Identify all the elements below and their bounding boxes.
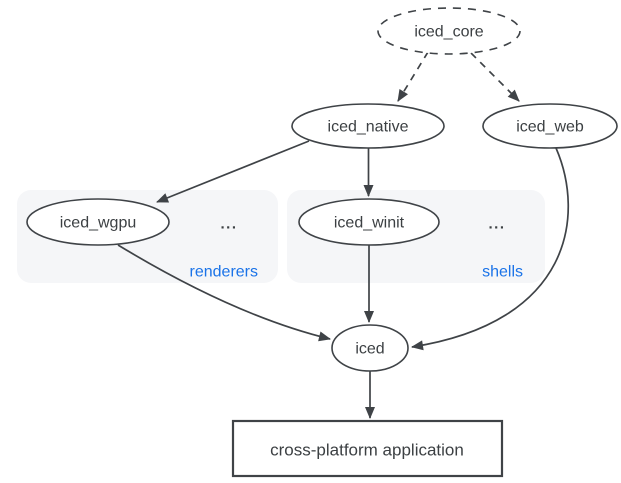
node-iced-winit-shape	[298, 198, 440, 246]
node-application-label: cross-platform application	[270, 441, 464, 460]
edge-iced-web-to-iced	[411, 147, 570, 351]
node-iced-winit-label: iced_winit	[334, 215, 405, 232]
edge-iced-core-to-iced-native	[397, 51, 429, 102]
node-iced: iced	[331, 324, 409, 372]
node-iced-winit: iced_winit	[298, 198, 440, 246]
node-iced-core-shape	[377, 7, 521, 55]
node-iced-wgpu: iced_wgpu	[26, 198, 170, 246]
node-iced-web: iced_web	[482, 103, 618, 149]
node-iced-wgpu-shape	[26, 198, 170, 246]
node-iced-web-shape	[482, 103, 618, 149]
node-application-shape	[231, 419, 504, 478]
renderers-group-label: renderers	[190, 264, 258, 281]
node-iced-label: iced	[355, 341, 384, 358]
node-iced-core-label: iced_core	[414, 24, 483, 41]
node-iced-wgpu-label: iced_wgpu	[60, 215, 137, 232]
edge-iced-wgpu-to-iced	[117, 244, 331, 342]
shells-group-label: shells	[482, 264, 523, 281]
edge-iced-core-to-iced-web	[470, 52, 520, 102]
node-iced-native-label: iced_native	[328, 119, 409, 136]
edge-iced-native-to-iced-wgpu	[156, 140, 310, 203]
shells-ellipsis: ...	[488, 216, 505, 233]
renderers-ellipsis: ...	[220, 216, 237, 233]
node-application: cross-platform application	[231, 419, 504, 478]
node-iced-core: iced_core	[377, 7, 521, 55]
node-iced-native: iced_native	[291, 103, 445, 149]
node-iced-native-shape	[291, 103, 445, 149]
node-iced-web-label: iced_web	[516, 119, 584, 136]
node-iced-shape	[331, 324, 409, 372]
